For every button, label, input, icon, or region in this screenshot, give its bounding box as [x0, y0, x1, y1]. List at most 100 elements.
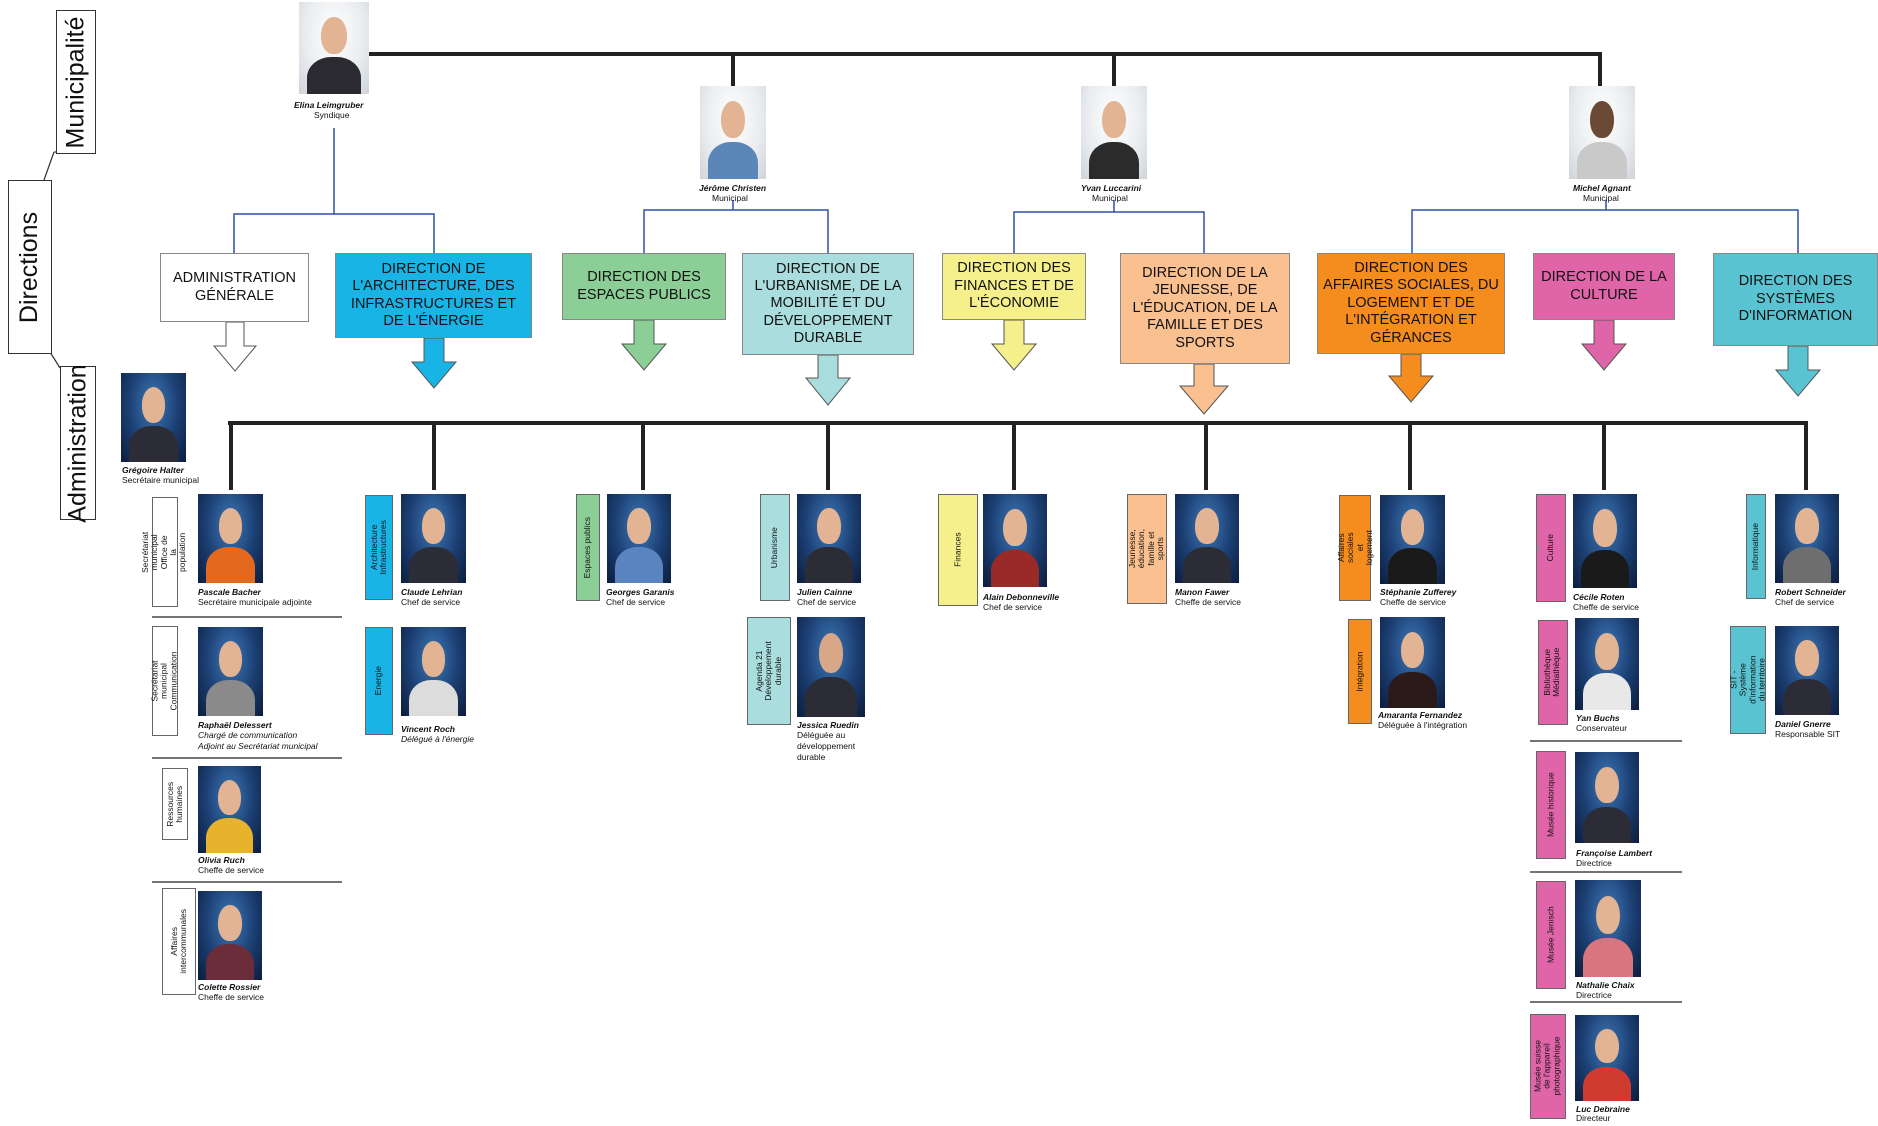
arrow-social: [1387, 353, 1435, 403]
service-informatique: Informatique: [1746, 494, 1766, 599]
arrow-urba: [804, 354, 852, 406]
municipal-christen-name: Jérôme Christen: [699, 183, 767, 193]
zufferey-name: Stéphanie Zufferey: [1380, 587, 1457, 597]
chaix-role: Directrice: [1576, 990, 1612, 1000]
service-affaires-intercommunales: Affaires intercommunales: [162, 888, 196, 995]
buchs-name: Yan Buchs: [1576, 713, 1620, 723]
service-affaires-sociales: Affaires sociales et logement: [1335, 495, 1373, 601]
debonneville-role: Chef de service: [983, 602, 1043, 612]
photo-gnerre: [1775, 626, 1839, 715]
photo-garanis: [607, 494, 671, 583]
direction-culture: DIRECTION DE LA CULTURE: [1533, 253, 1675, 320]
row-label-directions: Directions: [8, 180, 52, 354]
service-musee-historique: Musée historique: [1536, 751, 1566, 859]
photo-fernandez: [1380, 617, 1445, 708]
roten-name: Cécile Roten: [1573, 592, 1625, 602]
photo-ruch: [198, 766, 261, 853]
garanis-role: Chef de service: [606, 597, 666, 607]
photo-municipal-luccarini: [1081, 86, 1147, 179]
arrow-admin: [212, 321, 258, 372]
arrow-espaces: [620, 319, 668, 371]
fernandez-name: Amaranta Fernandez: [1378, 710, 1463, 720]
photo-lambert: [1575, 752, 1639, 843]
arrow-culture: [1580, 319, 1628, 371]
lambert-role: Directrice: [1576, 858, 1612, 868]
bacher-name: Pascale Bacher: [198, 587, 261, 597]
roten-role: Cheffe de service: [1573, 602, 1639, 612]
municipal-agnant-role: Municipal: [1583, 193, 1619, 203]
service-musee-appareil-photo: Musée suisse de l'appareil photographiqu…: [1530, 1014, 1566, 1119]
delessert-role2: Adjoint au Secrétariat municipal: [198, 741, 318, 751]
photo-debonneville: [983, 494, 1047, 587]
delessert-name: Raphaël Delessert: [198, 720, 272, 730]
photo-debraine: [1575, 1015, 1639, 1101]
delessert-role: Chargé de communication: [198, 730, 298, 740]
photo-municipal-christen: [700, 86, 766, 179]
direction-architecture: DIRECTION DE L'ARCHITECTURE, DES INFRAST…: [335, 253, 532, 338]
service-sit: SIT - Système d'information du territoir…: [1728, 626, 1766, 734]
direction-affaires-sociales: DIRECTION DES AFFAIRES SOCIALES, DU LOGE…: [1317, 253, 1505, 354]
service-agenda21: Agenda 21 Développement durable: [747, 617, 791, 725]
fawer-name: Manon Fawer: [1175, 587, 1230, 597]
service-architecture: Architecture Infrastructures: [365, 495, 393, 600]
photo-ruedin: [797, 617, 865, 717]
schneider-role: Chef de service: [1775, 597, 1835, 607]
debraine-role: Directeur: [1576, 1113, 1611, 1123]
photo-lehrian: [401, 494, 466, 583]
schneider-name: Robert Schneider: [1775, 587, 1846, 597]
photo-zufferey: [1380, 495, 1445, 584]
service-bibliotheque: Bibliothèque Médiathèque: [1538, 620, 1568, 725]
arrow-archi: [410, 337, 458, 389]
photo-syndique: [299, 2, 369, 94]
photo-schneider: [1775, 494, 1839, 583]
bacher-role: Secrétaire municipale adjointe: [198, 597, 312, 607]
arrow-jeunesse: [1178, 363, 1230, 415]
ruedin-name: Jessica Ruedin: [797, 720, 859, 730]
ruch-role: Cheffe de service: [198, 865, 264, 875]
photo-rossier: [198, 891, 262, 980]
service-energie: Energie: [365, 627, 393, 735]
garanis-name: Georges Garanis: [606, 587, 675, 597]
lambert-name: Françoise Lambert: [1576, 848, 1653, 858]
ruch-name: Olivia Ruch: [198, 855, 245, 865]
photo-secretaire: [121, 373, 186, 462]
ruedin-role3: durable: [797, 752, 826, 762]
gnerre-name: Daniel Gnerre: [1775, 719, 1831, 729]
photo-delessert: [198, 627, 263, 716]
debraine-name: Luc Debraine: [1576, 1104, 1630, 1114]
rossier-name: Colette Rossier: [198, 982, 261, 992]
secretaire-role: Secrétaire municipal: [122, 475, 200, 485]
service-espaces-publics: Espaces publics: [576, 494, 600, 601]
gnerre-role: Responsable SIT: [1775, 729, 1841, 739]
photo-buchs: [1575, 618, 1639, 710]
arrow-finances: [990, 319, 1038, 371]
photo-fawer: [1175, 494, 1239, 583]
municipal-luccarini-role: Municipal: [1092, 193, 1128, 203]
row-label-administration: Administration: [60, 364, 96, 522]
rossier-role: Cheffe de service: [198, 992, 264, 1002]
chaix-name: Nathalie Chaix: [1576, 980, 1635, 990]
service-finances: Finances: [938, 494, 978, 606]
photo-roten: [1573, 494, 1637, 588]
cainne-name: Julien Cainne: [797, 587, 853, 597]
zufferey-role: Cheffe de service: [1380, 597, 1446, 607]
photo-roch: [401, 627, 466, 716]
direction-systemes-information: DIRECTION DES SYSTÈMES D'INFORMATION: [1713, 253, 1878, 346]
direction-jeunesse: DIRECTION DE LA JEUNESSE, DE L'ÉDUCATION…: [1120, 253, 1290, 364]
direction-administration-generale: ADMINISTRATION GÉNÉRALE: [160, 253, 309, 322]
debonneville-name: Alain Debonneville: [983, 592, 1060, 602]
direction-espaces-publics: DIRECTION DES ESPACES PUBLICS: [562, 253, 726, 320]
secretaire-name: Grégoire Halter: [122, 465, 184, 475]
roch-role: Délégué à l'énergie: [401, 734, 474, 744]
service-integration: Intégration: [1348, 619, 1372, 724]
arrow-si: [1774, 345, 1822, 397]
direction-finances: DIRECTION DES FINANCES ET DE L'ÉCONOMIE: [942, 253, 1086, 320]
photo-municipal-agnant: [1569, 86, 1635, 179]
syndique-role: Syndique: [314, 110, 350, 120]
lehrian-name: Claude Lehrian: [401, 587, 463, 597]
service-musee-jenisch: Musée Jenisch: [1536, 881, 1566, 989]
buchs-role: Conservateur: [1576, 723, 1628, 733]
photo-bacher: [198, 494, 263, 583]
row-label-municipalite: Municipalité: [56, 10, 96, 154]
